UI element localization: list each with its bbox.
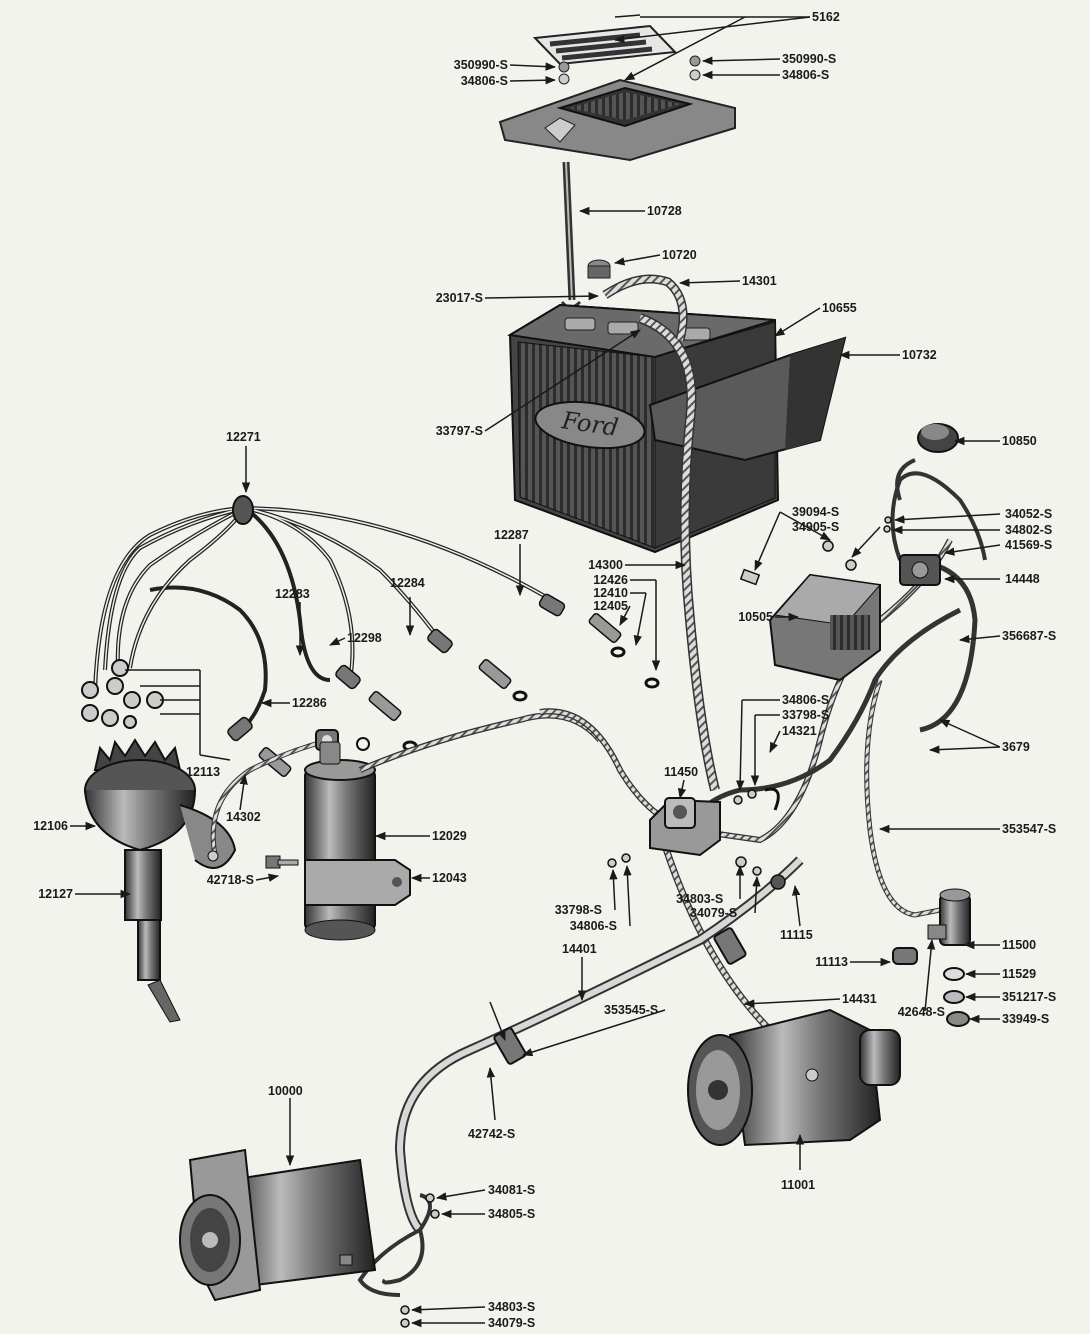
label-12127: 12127 <box>38 887 73 901</box>
ignition-coil <box>304 741 376 941</box>
battery-tray <box>648 336 847 462</box>
label-33798-s-lower: 33798-S <box>554 903 602 917</box>
label-42648-s: 42648-S <box>897 1005 945 1019</box>
label-14321: 14321 <box>782 724 817 738</box>
label-351217-s: 351217-S <box>1002 990 1057 1004</box>
label-12043: 12043 <box>432 871 467 885</box>
label-11529: 11529 <box>1002 967 1037 981</box>
label-34079-s-middle: 34079-S <box>690 906 738 920</box>
generator-terminal-hardware <box>400 1193 440 1328</box>
label-12298: 12298 <box>347 631 382 645</box>
light-switch <box>899 554 941 586</box>
label-10732: 10732 <box>902 348 937 362</box>
label-34803-s-bottom: 34803-S <box>488 1300 536 1314</box>
label-34081-s: 34081-S <box>488 1183 536 1197</box>
label-34806-s-lower: 34806-S <box>569 919 617 933</box>
label-34802-s: 34802-S <box>1005 523 1053 537</box>
label-12284: 12284 <box>390 576 425 590</box>
label-11115: 11115 <box>780 928 813 942</box>
label-10720: 10720 <box>662 248 697 262</box>
label-12283: 12283 <box>275 587 310 601</box>
label-33797-s: 33797-S <box>435 424 483 438</box>
label-5162: 5162 <box>812 10 840 24</box>
callout-leader-lines <box>70 14 1001 1328</box>
voltage-regulator <box>768 573 881 682</box>
label-12287: 12287 <box>494 528 529 542</box>
plug-terminal-boots <box>227 593 566 742</box>
coil-bracket <box>304 859 411 906</box>
label-11113: 11113 <box>815 955 848 969</box>
label-10505: 10505 <box>738 610 773 624</box>
label-14431: 14431 <box>842 992 877 1006</box>
starter-switch <box>927 888 971 946</box>
label-42742-s: 42742-S <box>468 1127 516 1141</box>
label-12029: 12029 <box>432 829 467 843</box>
coil-mounting-bolt <box>265 855 299 869</box>
generator-leads <box>357 1193 432 1297</box>
loose-hardware-center <box>607 787 786 890</box>
label-34803-s-middle: 34803-S <box>676 892 724 906</box>
label-10850: 10850 <box>1002 434 1037 448</box>
plug-gaskets <box>402 646 660 752</box>
label-12286: 12286 <box>292 696 327 710</box>
label-23017-s: 23017-S <box>435 291 483 305</box>
label-12271: 12271 <box>226 430 261 444</box>
label-12426: 12426 <box>593 573 628 587</box>
distributor <box>84 738 237 1023</box>
vent-cap <box>587 259 611 279</box>
label-356687-s: 356687-S <box>1002 629 1057 643</box>
label-14448: 14448 <box>1005 572 1040 586</box>
label-14302: 14302 <box>226 810 261 824</box>
label-12410: 12410 <box>593 586 628 600</box>
label-11450: 11450 <box>664 765 699 779</box>
label-10655: 10655 <box>822 301 857 315</box>
label-353547-s: 353547-S <box>1002 822 1057 836</box>
label-350990-s-right: 350990-S <box>782 52 837 66</box>
label-3679: 3679 <box>1002 740 1030 754</box>
label-42718-s: 42718-S <box>206 873 254 887</box>
label-33949-s: 33949-S <box>1002 1012 1050 1026</box>
label-34806-s-right: 34806-S <box>782 68 830 82</box>
starter-switch-hardware <box>892 947 970 1027</box>
battery-cover-plate <box>532 24 678 66</box>
label-12106: 12106 <box>33 819 68 833</box>
generator-wiring-conduit <box>394 856 804 1234</box>
hold-down-bolt <box>560 161 582 309</box>
spark-plug-wires <box>93 506 562 732</box>
wing-nuts <box>558 55 701 85</box>
label-11001: 11001 <box>781 1178 816 1192</box>
small-hardware-upper-right <box>739 516 892 586</box>
spark-plug-wires-inner <box>94 507 561 691</box>
label-34806-s-left: 34806-S <box>460 74 508 88</box>
label-12113: 12113 <box>186 765 221 779</box>
coil-to-distributor-wire <box>358 712 603 773</box>
label-11500: 11500 <box>1002 938 1037 952</box>
label-41569-s: 41569-S <box>1005 538 1053 552</box>
label-34806-s-middle: 34806-S <box>782 693 830 707</box>
starter-motor <box>687 1008 901 1147</box>
label-353545-s: 353545-S <box>604 1003 659 1017</box>
label-350990-s-left: 350990-S <box>453 58 508 72</box>
label-10000: 10000 <box>268 1084 303 1098</box>
battery-hold-down-frame <box>498 78 736 162</box>
primary-lead-wire <box>207 737 331 862</box>
label-14401: 14401 <box>562 942 597 956</box>
label-33798-s-middle: 33798-S <box>782 708 830 722</box>
label-14300: 14300 <box>588 558 623 572</box>
label-14301: 14301 <box>742 274 777 288</box>
spark-plugs <box>258 612 622 778</box>
cutout-relay <box>649 797 721 857</box>
label-12405: 12405 <box>593 599 628 613</box>
wire-loom-separator <box>232 495 254 525</box>
generator <box>179 1148 377 1302</box>
label-39094-s: 39094-S <box>792 505 840 519</box>
switch-knob <box>917 423 959 453</box>
label-34905-s: 34905-S <box>792 520 840 534</box>
label-34079-s-bottom: 34079-S <box>488 1316 536 1330</box>
label-34805-s: 34805-S <box>488 1207 536 1221</box>
label-10728: 10728 <box>647 204 682 218</box>
label-34052-s: 34052-S <box>1005 507 1053 521</box>
